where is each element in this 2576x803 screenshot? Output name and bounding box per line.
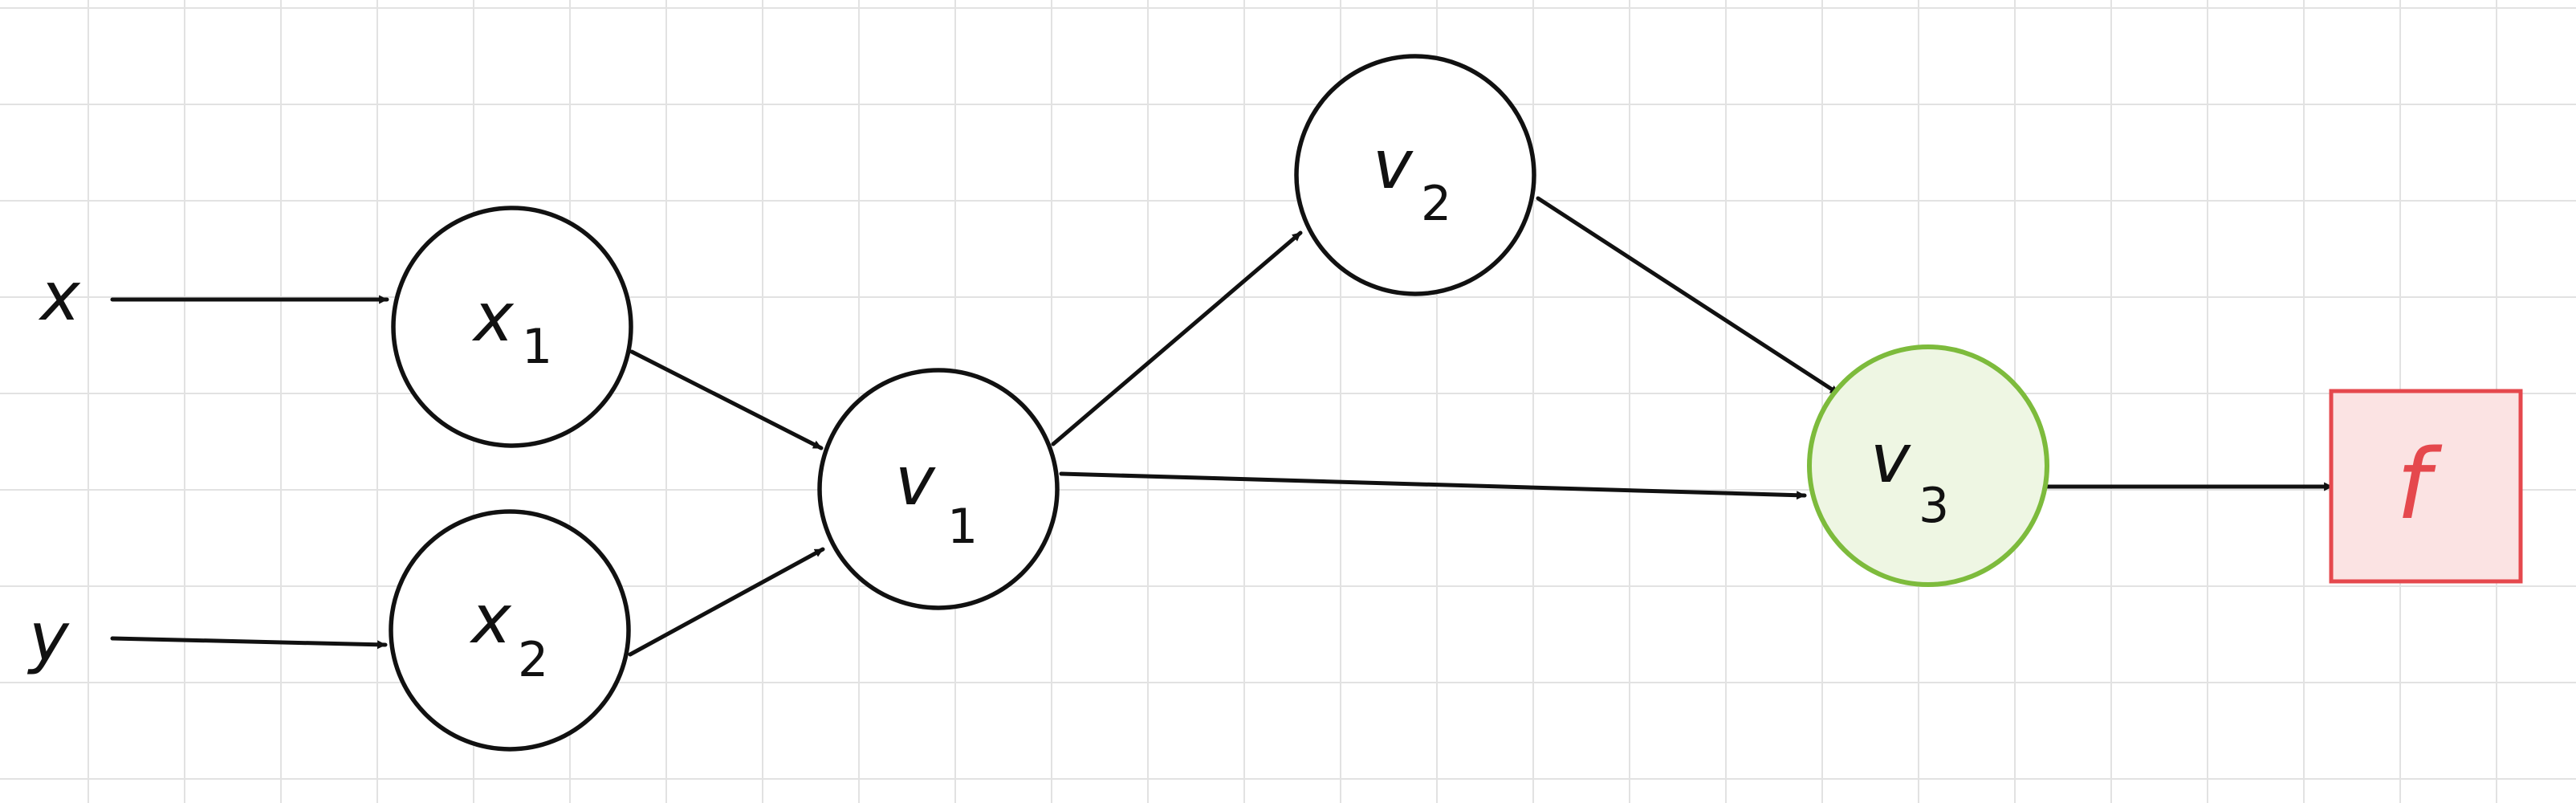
edge-v1-to-v2 bbox=[1051, 230, 1303, 446]
edge-v1-to-v3 bbox=[1059, 471, 1807, 500]
node-x2-label: x bbox=[469, 580, 512, 658]
node-x1-subscript: 1 bbox=[522, 319, 552, 375]
node-v3-subscript: 3 bbox=[1919, 478, 1949, 534]
node-v1-label: v bbox=[895, 442, 936, 520]
input-label-y: y bbox=[26, 597, 70, 676]
edge-y-to-x2 bbox=[110, 636, 388, 650]
node-x2[interactable]: x 2 bbox=[389, 509, 631, 752]
node-v1-subscript: 1 bbox=[947, 499, 978, 555]
node-x2-subscript: 2 bbox=[518, 632, 548, 688]
edges bbox=[110, 196, 2334, 657]
input-label-x: x bbox=[38, 257, 81, 336]
node-v2-label: v bbox=[1373, 125, 1414, 204]
node-v2[interactable]: v 2 bbox=[1294, 54, 1536, 296]
node-v2-subscript: 2 bbox=[1421, 176, 1451, 232]
node-v3-label: v bbox=[1870, 419, 1911, 498]
edge-x1-to-v1 bbox=[629, 349, 824, 450]
node-v1[interactable]: v 1 bbox=[817, 368, 1060, 610]
node-x1-label: x bbox=[471, 278, 515, 357]
node-x1[interactable]: x 1 bbox=[391, 206, 633, 448]
output-box-f[interactable]: f bbox=[2329, 389, 2523, 584]
node-v3[interactable]: v 3 bbox=[1807, 344, 2049, 587]
edge-v2-to-v3 bbox=[1536, 196, 1841, 396]
edge-x2-to-v1 bbox=[628, 547, 825, 657]
